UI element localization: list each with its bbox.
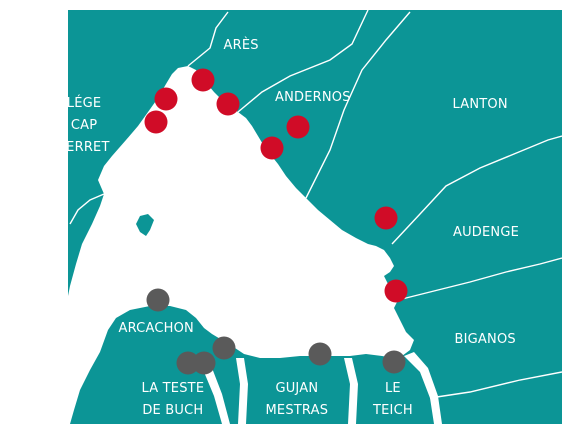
commune-label-line: GUJAN	[275, 381, 319, 396]
bay-water	[48, 66, 414, 424]
bird-island	[136, 214, 154, 236]
border-lanton-audenge	[391, 135, 562, 245]
commune-label-ares: ARÈS	[224, 35, 259, 57]
gray-marker[interactable]	[176, 351, 200, 375]
commune-label-lanton: LANTON	[453, 94, 508, 116]
ocean-area	[0, 0, 68, 424]
commune-label-line: ARÈS	[223, 38, 259, 53]
border-lege-ocean	[69, 193, 105, 225]
commune-label-gujan-mestras: GUJAN MESTRAS	[266, 378, 329, 422]
border-biganos-south	[429, 371, 562, 399]
gray-marker[interactable]	[146, 288, 170, 312]
inlet-teich	[344, 358, 358, 424]
commune-label-line: ARCACHON	[118, 321, 194, 336]
red-marker[interactable]	[384, 279, 408, 303]
commune-label-line: LANTON	[452, 97, 508, 112]
border-ares-andernos	[237, 9, 369, 113]
commune-label-biganos: BIGANOS	[455, 329, 516, 351]
gray-marker[interactable]	[212, 336, 236, 360]
commune-label-line: TEICH	[373, 403, 413, 418]
commune-label-line: ANDERNOS	[275, 90, 351, 105]
commune-label-line: LE	[384, 381, 401, 396]
commune-label-line: CAP	[70, 118, 98, 133]
commune-label-line: BIGANOS	[454, 332, 516, 347]
commune-label-lege-cap-ferret: LÉGE CAP FERRET	[59, 93, 110, 159]
marker-layer	[144, 68, 408, 375]
commune-label-line: DE BUCH	[142, 403, 204, 418]
commune-label-line: LÉGE	[66, 96, 102, 111]
red-marker[interactable]	[216, 92, 240, 116]
border-andernos-lanton	[305, 11, 411, 199]
commune-label-le-teich: LE TEICH	[373, 378, 413, 422]
gray-marker[interactable]	[308, 342, 332, 366]
gray-marker[interactable]	[192, 351, 216, 375]
red-marker[interactable]	[191, 68, 215, 92]
red-marker[interactable]	[260, 136, 284, 160]
commune-label-line: LA TESTE	[141, 381, 205, 396]
inlet-gujan	[236, 358, 248, 424]
border-lege-ares	[187, 11, 229, 67]
commune-label-line: AUDENGE	[453, 225, 520, 240]
red-marker[interactable]	[286, 115, 310, 139]
red-marker[interactable]	[374, 206, 398, 230]
gray-marker[interactable]	[382, 350, 406, 374]
red-marker[interactable]	[144, 110, 168, 134]
commune-label-line: FERRET	[58, 140, 110, 155]
inlet-eyre	[404, 352, 442, 424]
commune-label-andernos: ANDERNOS	[275, 87, 351, 109]
red-marker[interactable]	[154, 87, 178, 111]
commune-label-audenge: AUDENGE	[453, 222, 519, 244]
border-audenge-biganos	[397, 257, 562, 301]
commune-label-arcachon: ARCACHON	[119, 318, 194, 340]
commune-label-la-teste-de-buch: LA TESTE DE BUCH	[142, 378, 205, 422]
commune-label-line: MESTRAS	[265, 403, 329, 418]
commune-borders	[69, 9, 562, 399]
